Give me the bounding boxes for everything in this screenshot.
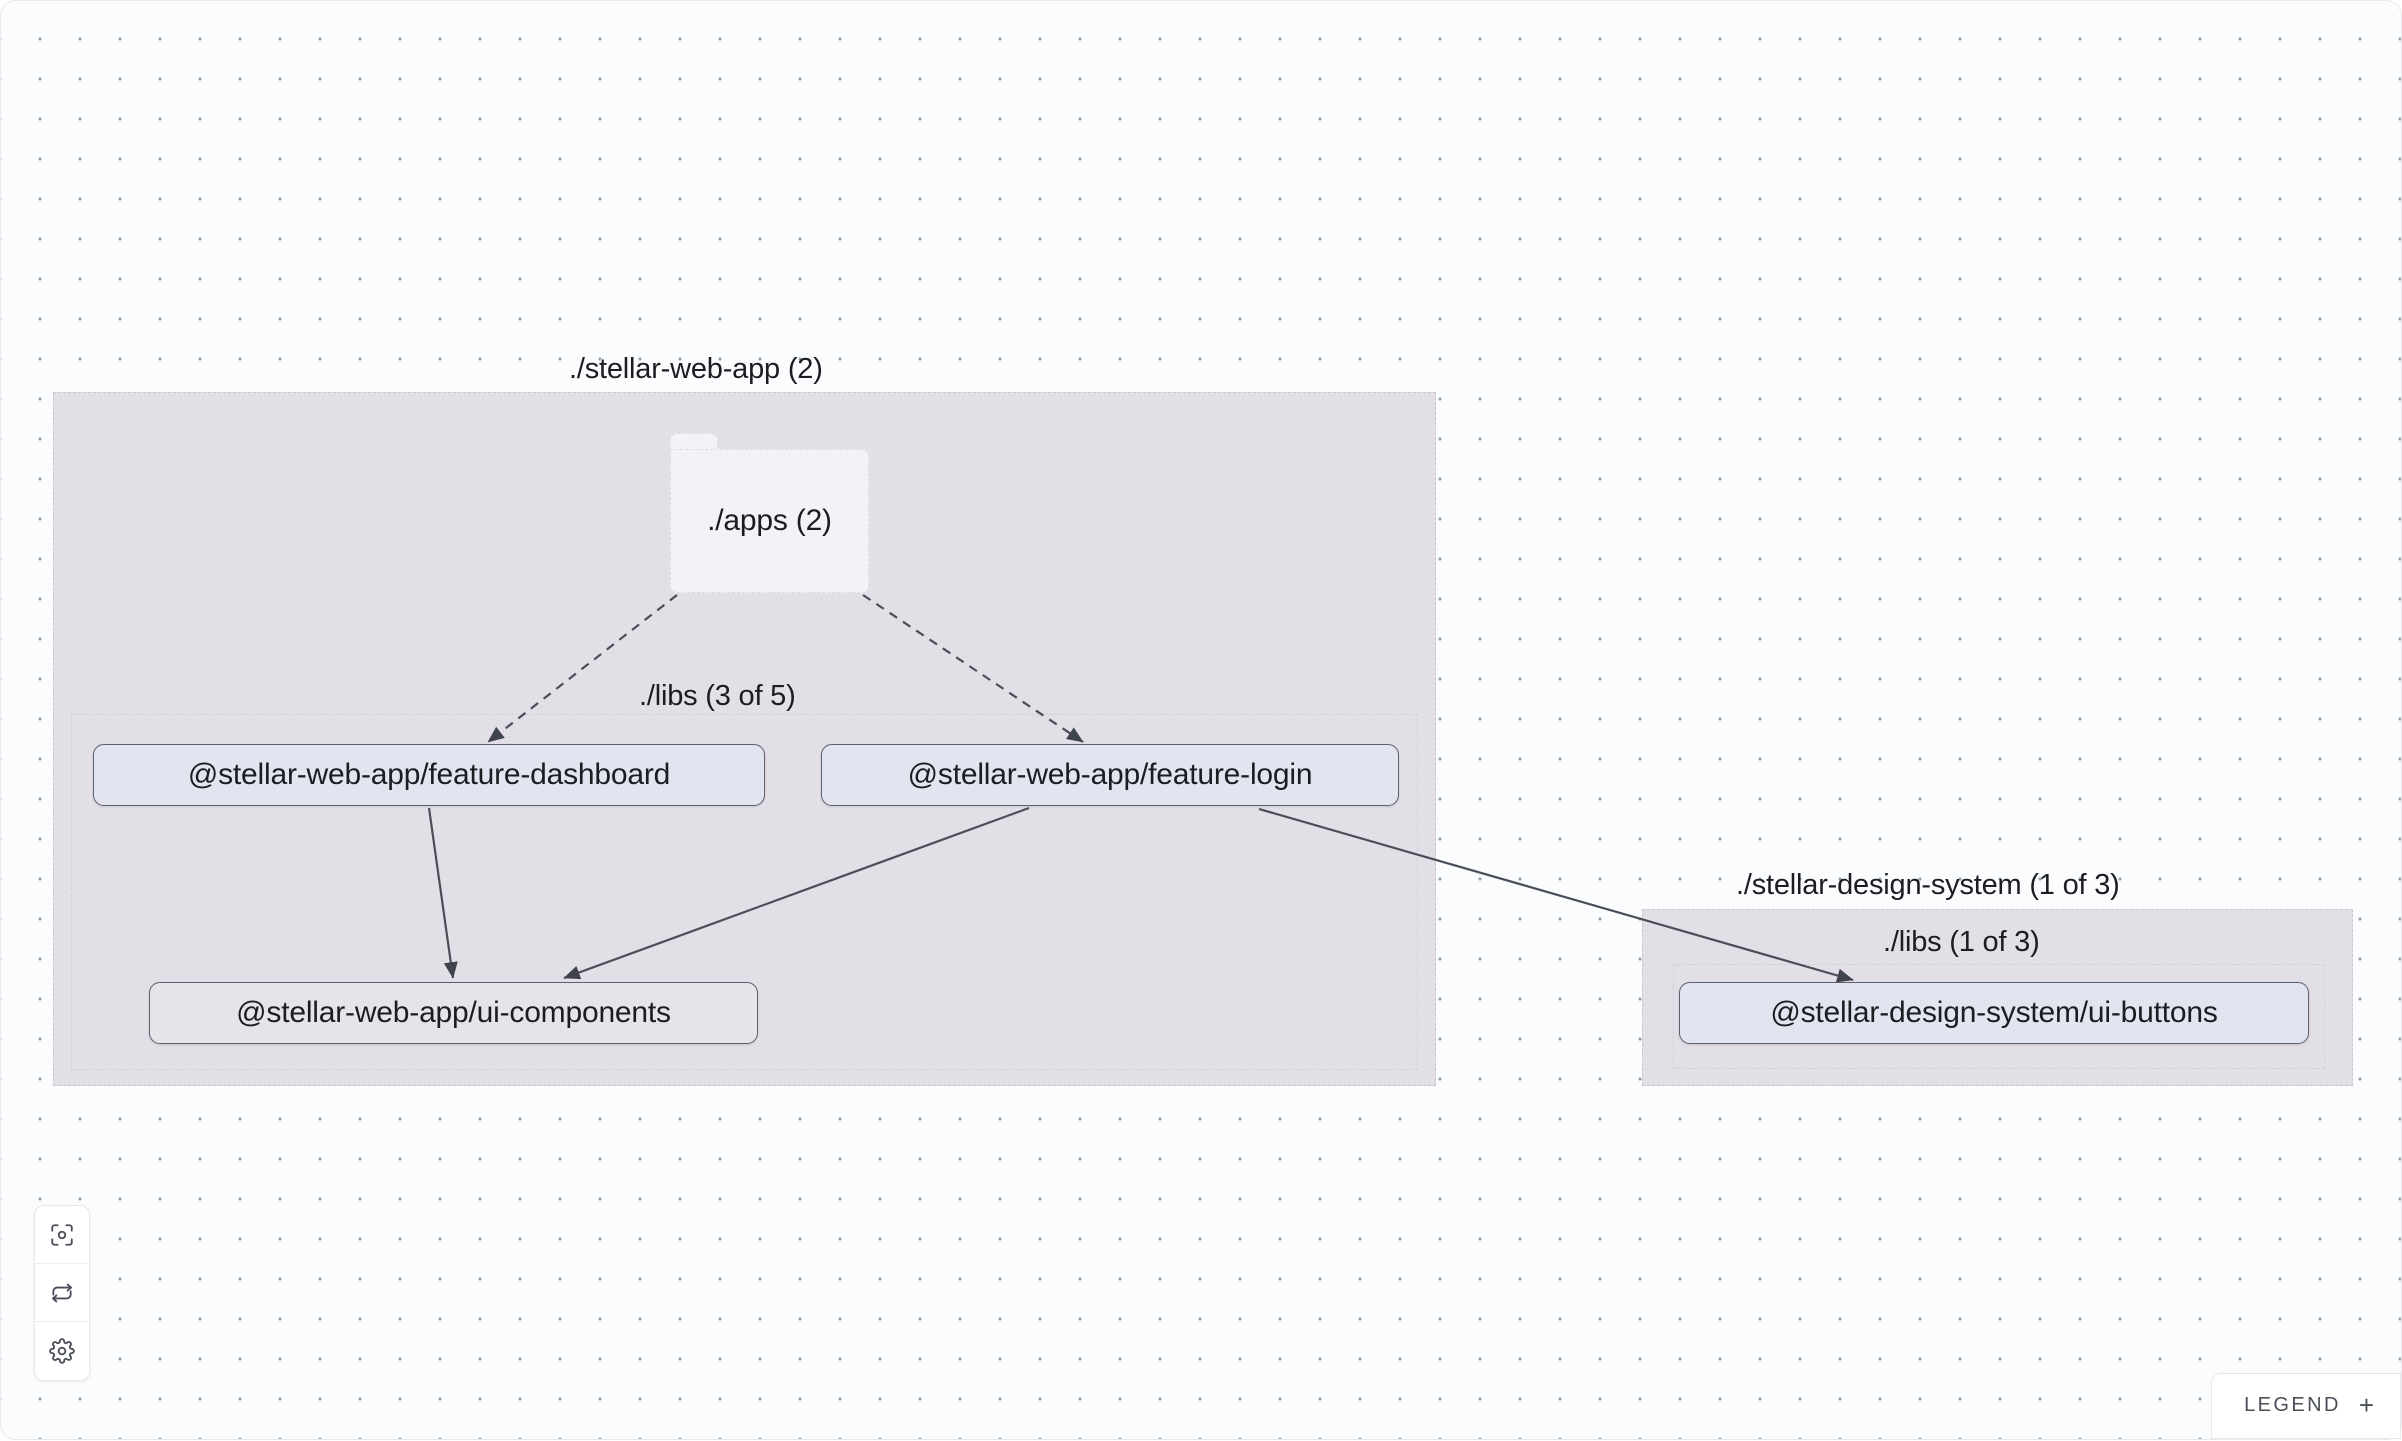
folder-tab xyxy=(670,433,718,453)
project-node-label: @stellar-web-app/feature-dashboard xyxy=(187,758,671,791)
refresh-icon xyxy=(49,1280,75,1306)
project-node-feature-login[interactable]: @stellar-web-app/feature-login xyxy=(821,744,1399,806)
canvas-toolbar[interactable] xyxy=(34,1205,90,1381)
project-node-feature-dashboard[interactable]: @stellar-web-app/feature-dashboard xyxy=(93,744,765,806)
subgroup-label-web-app-libs: ./libs (3 of 5) xyxy=(639,680,796,712)
group-label-stellar-design-system: ./stellar-design-system (1 of 3) xyxy=(1736,869,2120,901)
subgroup-box-design-system-libs[interactable] xyxy=(1673,964,2325,1069)
expand-plus-icon: + xyxy=(2358,1390,2374,1420)
project-node-label: @stellar-web-app/feature-login xyxy=(907,758,1313,791)
project-node-label: @stellar-design-system/ui-buttons xyxy=(1770,996,2218,1029)
project-node-label: @stellar-web-app/ui-components xyxy=(236,996,671,1029)
folder-node-label: ./apps (2) xyxy=(707,504,832,537)
project-node-ui-buttons[interactable]: @stellar-design-system/ui-buttons xyxy=(1679,982,2309,1044)
settings-button[interactable] xyxy=(35,1322,89,1380)
focus-target-icon xyxy=(49,1222,75,1248)
project-node-ui-components[interactable]: @stellar-web-app/ui-components xyxy=(149,982,758,1044)
legend-title: LEGEND xyxy=(2244,1393,2341,1416)
subgroup-label-design-system-libs: ./libs (1 of 3) xyxy=(1883,926,2040,958)
refresh-graph-button[interactable] xyxy=(35,1264,89,1322)
focus-graph-button[interactable] xyxy=(35,1206,89,1264)
folder-body: ./apps (2) xyxy=(670,449,869,593)
folder-node-apps[interactable]: ./apps (2) xyxy=(670,433,869,593)
legend-panel[interactable]: LEGEND + xyxy=(2211,1373,2401,1439)
gear-icon xyxy=(49,1338,75,1364)
group-label-stellar-web-app: ./stellar-web-app (2) xyxy=(569,353,823,385)
